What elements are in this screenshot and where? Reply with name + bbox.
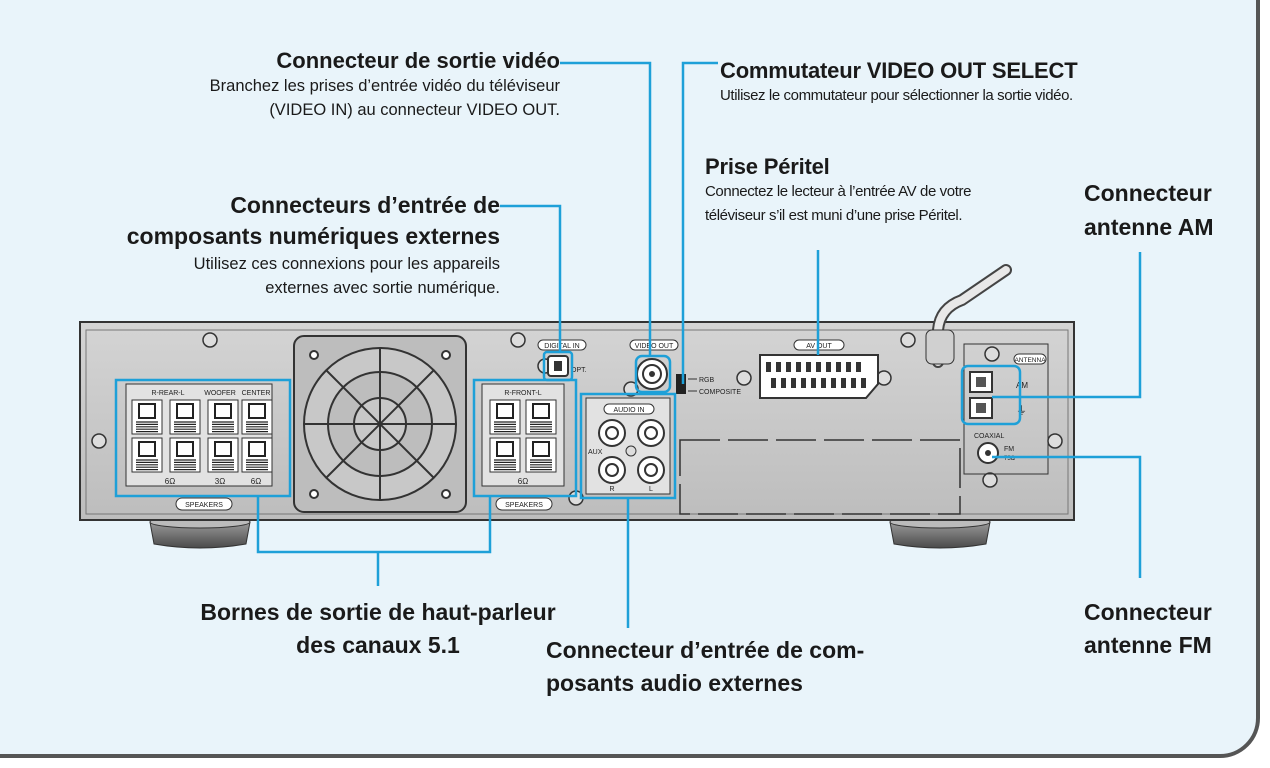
speaker-terminal [169,399,201,435]
audio-in-jacks: AUDIO IN AUX R L [585,397,671,495]
speaker-terminal [489,437,521,473]
speaker-terminal [241,399,273,435]
fm-callout: Connecteur antenne FM [1084,596,1212,662]
svg-text:AM: AM [1016,381,1028,390]
scart-pin [766,362,771,372]
peritel-title: Prise Péritel [705,154,830,179]
video-out-jack: VIDEO OUT [629,339,679,390]
speakers-label-b: SPEAKERS [505,502,543,509]
video-select-switch: RGB COMPOSITE [676,374,741,396]
speakers-label-a: SPEAKERS [185,502,223,509]
scart-pin [796,362,801,372]
svg-text:COAXIAL: COAXIAL [974,433,1004,440]
scart-pin [771,378,776,388]
speaker-terminal [207,437,239,473]
scart-pin [776,362,781,372]
svg-text:75Ω: 75Ω [1004,456,1016,462]
video-out-title: Connecteur de sortie vidéo [276,48,560,73]
antenna-cable [925,264,1012,368]
svg-text:FM: FM [1004,446,1014,453]
center-label: CENTER [242,390,271,397]
video-out-callout: Connecteur de sortie vidéo Branchez les … [210,47,560,122]
speaker-terminals-rear: R-REAR-L WOOFER CENTER 6Ω 3Ω 6Ω SPEAKERS [125,383,273,511]
svg-text:R: R [609,486,614,493]
scart-pin [836,362,841,372]
am-callout: Connecteur antenne AM [1084,176,1214,244]
speaker-terminal [131,399,163,435]
audio-title-2: posants audio externes [546,670,803,696]
speakers-title-1: Bornes de sortie de haut-parleur [200,599,556,625]
scart-pin [831,378,836,388]
speaker-terminal [169,437,201,473]
svg-text:ANTENNA: ANTENNA [1014,357,1046,364]
svg-text:COMPOSITE: COMPOSITE [699,389,741,396]
speaker-terminal [525,399,557,435]
audio-title-1: Connecteur d’entrée de com- [546,637,865,663]
scart-pin [801,378,806,388]
speaker-terminal [241,437,273,473]
ground-icon: ⏚ [1016,404,1027,417]
svg-text:OPT.: OPT. [571,367,587,374]
svg-text:AUDIO IN: AUDIO IN [613,407,644,414]
digital-desc-2: externes avec sortie numérique. [265,279,500,297]
video-out-desc-1: Branchez les prises d’entrée vidéo du té… [209,77,560,95]
am-title-2: antenne AM [1084,214,1214,240]
scart-pin [791,378,796,388]
callout-lines [256,61,1142,628]
front-l-label: R-FRONT-L [504,390,541,397]
scart-pin [786,362,791,372]
scart-pin [821,378,826,388]
scart-pin [811,378,816,388]
scart-pin [781,378,786,388]
peritel-desc-1: Connectez le lecteur à l’entrée AV de vo… [705,183,972,200]
svg-text:L: L [649,486,653,493]
digital-callout: Connecteurs d’entrée de composants numér… [127,190,500,300]
svg-text:DIGITAL IN: DIGITAL IN [544,343,579,350]
svg-text:RGB: RGB [699,377,715,384]
ohm6-label-b: 6Ω [251,477,261,486]
digital-title-2: composants numériques externes [126,223,500,249]
am-title-1: Connecteur [1084,180,1212,206]
highlight-boxes [114,350,1022,500]
svg-text:AUX: AUX [588,449,603,456]
svg-text:AV OUT: AV OUT [806,343,832,350]
scart-pin [816,362,821,372]
scart-pin [861,378,866,388]
speaker-terminal [207,399,239,435]
ohm3-label: 3Ω [215,477,225,486]
fan-grille [293,335,467,513]
rear-l-label: R-REAR-L [151,390,184,397]
scart-av-out: AV OUT [759,339,879,399]
digital-in-jack: DIGITAL IN OPT. [537,339,587,377]
peritel-callout: Prise Péritel Connectez le lecteur à l’e… [705,153,971,228]
ohm6-label-a: 6Ω [165,477,175,486]
scart-pin [806,362,811,372]
digital-title-1: Connecteurs d’entrée de [230,192,500,218]
speaker-terminal [131,437,163,473]
peritel-desc-2: téléviseur s’il est muni d’une prise Pér… [705,207,963,224]
video-select-title: Commutateur VIDEO OUT SELECT [720,58,1078,83]
scart-pin [851,378,856,388]
svg-text:VIDEO OUT: VIDEO OUT [635,343,674,350]
video-select-callout: Commutateur VIDEO OUT SELECT Utilisez le… [720,57,1078,108]
speaker-terminal [525,437,557,473]
fm-title-2: antenne FM [1084,632,1212,658]
speaker-terminals-front: R-FRONT-L 6Ω SPEAKERS [481,383,565,511]
video-select-desc: Utilisez le commutateur pour sélectionne… [720,87,1073,104]
fm-title-1: Connecteur [1084,599,1212,625]
speakers-callout: Bornes de sortie de haut-parleur des can… [118,596,638,662]
video-out-desc-2: (VIDEO IN) au connecteur VIDEO OUT. [269,101,560,119]
speakers-title-2: des canaux 5.1 [296,632,460,658]
digital-desc-1: Utilisez ces connexions pour les apparei… [193,255,500,273]
audio-callout: Connecteur d’entrée de com- posants audi… [546,634,864,700]
scart-pin [826,362,831,372]
label-area [679,439,961,515]
scart-pin [856,362,861,372]
ohm6-label-c: 6Ω [518,477,528,486]
speaker-terminal [489,399,521,435]
scart-pin [841,378,846,388]
woofer-label: WOOFER [204,390,236,397]
scart-pin [846,362,851,372]
